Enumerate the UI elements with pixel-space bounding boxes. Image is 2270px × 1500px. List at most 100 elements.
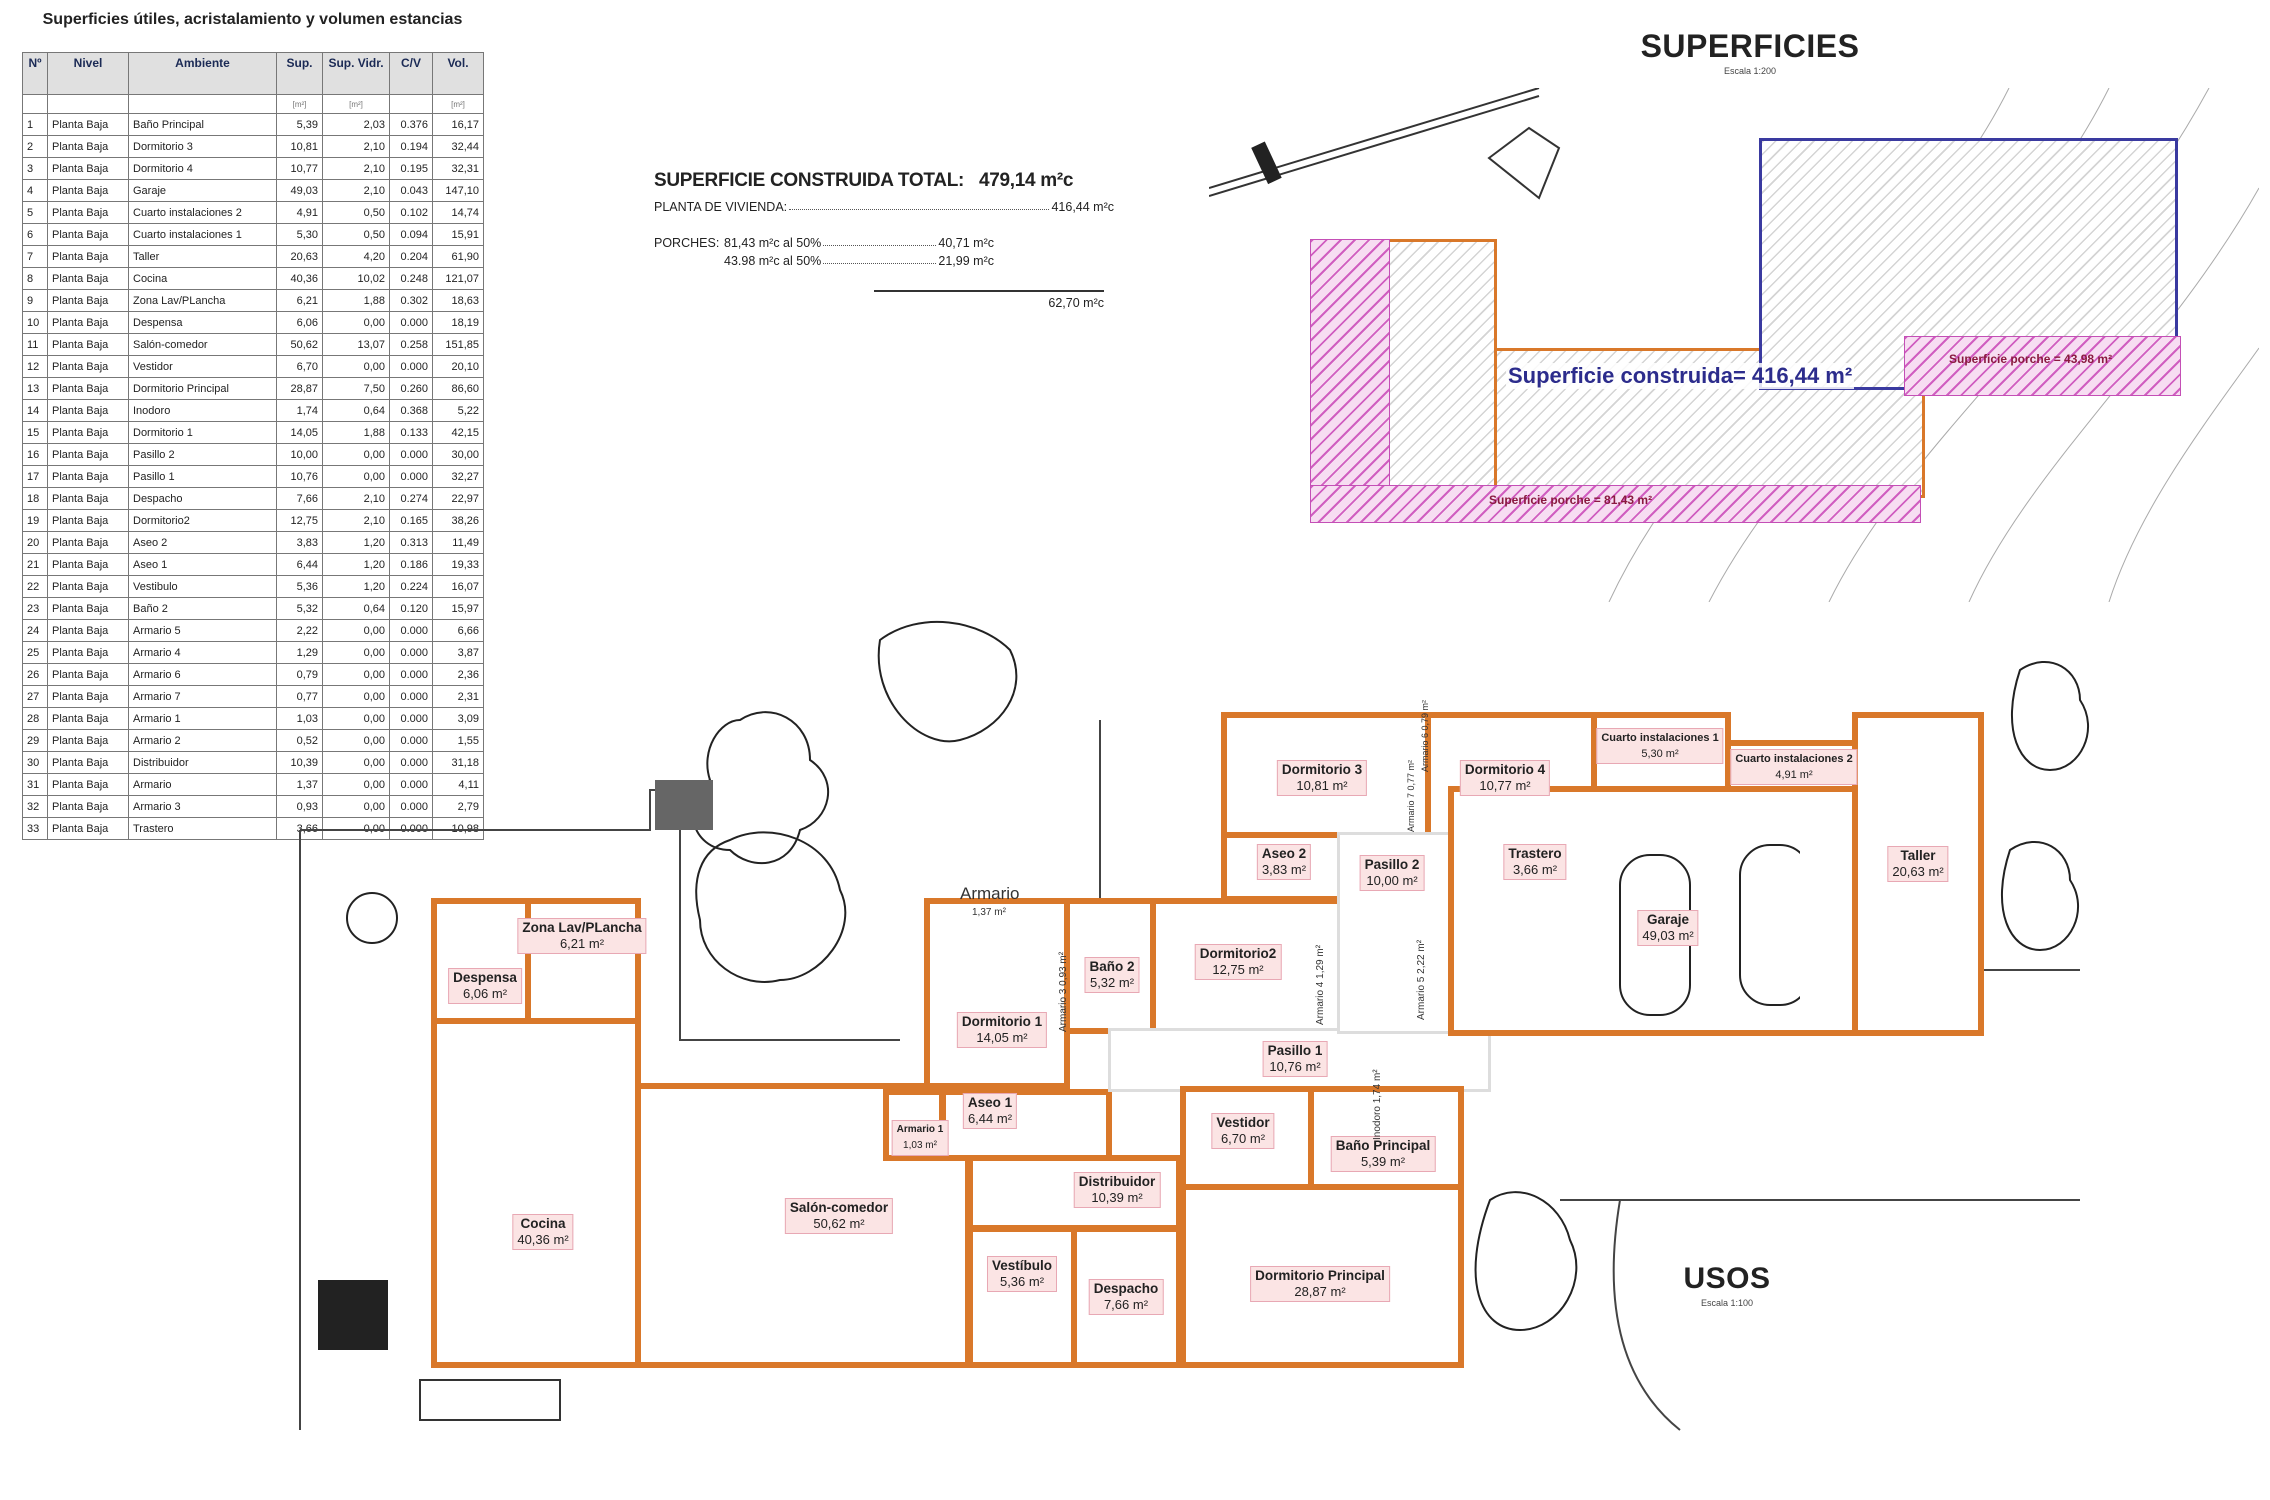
table-cell: 5,30 (276, 223, 323, 246)
label-armario5: Armario 5 2,22 m² (1416, 939, 1427, 1020)
table-cell: 12 (22, 355, 48, 378)
porches-label: PORCHES: (654, 236, 720, 250)
table-cell: 32,31 (432, 157, 484, 180)
table-cell: 0.000 (389, 663, 433, 686)
table-title: Superficies útiles, acristalamiento y vo… (42, 11, 463, 28)
usos-scale: Escala 1:100 (1700, 1298, 1754, 1308)
table-cell: 30,00 (432, 443, 484, 466)
superficies-plan: Superficie construida= 416,44 m² Superfi… (1209, 88, 2259, 602)
table-cell: 0,00 (322, 707, 390, 730)
table-cell: 4,11 (432, 773, 484, 796)
table-cell: 0.000 (389, 355, 433, 378)
table-cell: 49,03 (276, 179, 323, 202)
column-header: Ambiente (128, 52, 277, 95)
table-cell: 33 (22, 817, 48, 840)
table-cell: Planta Baja (47, 223, 129, 246)
table-cell: 0.000 (389, 685, 433, 708)
porch2-line: 43.98 m²c al 50% 21,99 m²c (654, 254, 994, 268)
table-cell: Planta Baja (47, 421, 129, 444)
table-cell: Trastero (128, 817, 277, 840)
room-despensa (431, 898, 531, 1024)
table-cell: Planta Baja (47, 817, 129, 840)
summary-total: 479,14 m²c (978, 170, 1074, 191)
column-header: Sup. Vidr. (322, 52, 390, 95)
table-cell: 2,10 (322, 157, 390, 180)
table-cell: 0.302 (389, 289, 433, 312)
table-cell: 0.313 (389, 531, 433, 554)
table-cell: 0.258 (389, 333, 433, 356)
label-inodoro: Inodoro 1,74 m² (1372, 1069, 1383, 1140)
table-cell: 14,74 (432, 201, 484, 224)
room-vestibulo (967, 1226, 1077, 1368)
vivienda-label: PLANTA DE VIVIENDA: (654, 200, 788, 214)
table-cell: 1,37 (276, 773, 323, 796)
dot-leader (823, 254, 937, 264)
table-cell: Planta Baja (47, 135, 129, 158)
column-header: Nivel (47, 52, 129, 95)
table-cell: 15 (22, 421, 48, 444)
table-cell: 1,29 (276, 641, 323, 664)
table-cell: 0.133 (389, 421, 433, 444)
table-cell: 14,05 (276, 421, 323, 444)
table-cell: 13,07 (322, 333, 390, 356)
table-cell: 1,20 (322, 575, 390, 598)
vivienda-line: PLANTA DE VIVIENDA: 416,44 m²c (654, 200, 1114, 214)
table-cell: 0,77 (276, 685, 323, 708)
table-cell: 31 (22, 773, 48, 796)
table-cell: Planta Baja (47, 531, 129, 554)
table-cell: 2,22 (276, 619, 323, 642)
porch1-area-label: Superficie porche = 81,43 m² (1489, 493, 1653, 507)
table-cell: 6,21 (276, 289, 323, 312)
table-cell: 0,00 (322, 663, 390, 686)
table-cell: 0,50 (322, 223, 390, 246)
porch2-area-label: Superficie porche = 43,98 m² (1949, 352, 2113, 366)
built-area-label: Superficie construida= 416,44 m² (1506, 363, 1855, 389)
table-cell: 6,70 (276, 355, 323, 378)
vivienda-value: 416,44 m²c (1051, 200, 1114, 214)
table-cell: 61,90 (432, 245, 484, 268)
table-cell: Planta Baja (47, 597, 129, 620)
porch1-value: 40,71 m²c (938, 236, 994, 250)
table-cell: Planta Baja (47, 289, 129, 312)
table-cell: 32,44 (432, 135, 484, 158)
table-cell: 0.000 (389, 729, 433, 752)
table-cell: 0.094 (389, 223, 433, 246)
usos-title: USOS (1683, 1262, 1771, 1295)
table-cell: Planta Baja (47, 663, 129, 686)
table-cell: 23 (22, 597, 48, 620)
armario-title: Armario (960, 884, 1020, 903)
table-cell: 1,55 (432, 729, 484, 752)
table-cell: 38,26 (432, 509, 484, 532)
sum-divider (874, 290, 1104, 292)
table-cell: 50,62 (276, 333, 323, 356)
table-cell: 0.274 (389, 487, 433, 510)
table-cell: 7,66 (276, 487, 323, 510)
dot-leader (823, 236, 937, 246)
armario-area: 1,37 m² (972, 907, 1006, 918)
